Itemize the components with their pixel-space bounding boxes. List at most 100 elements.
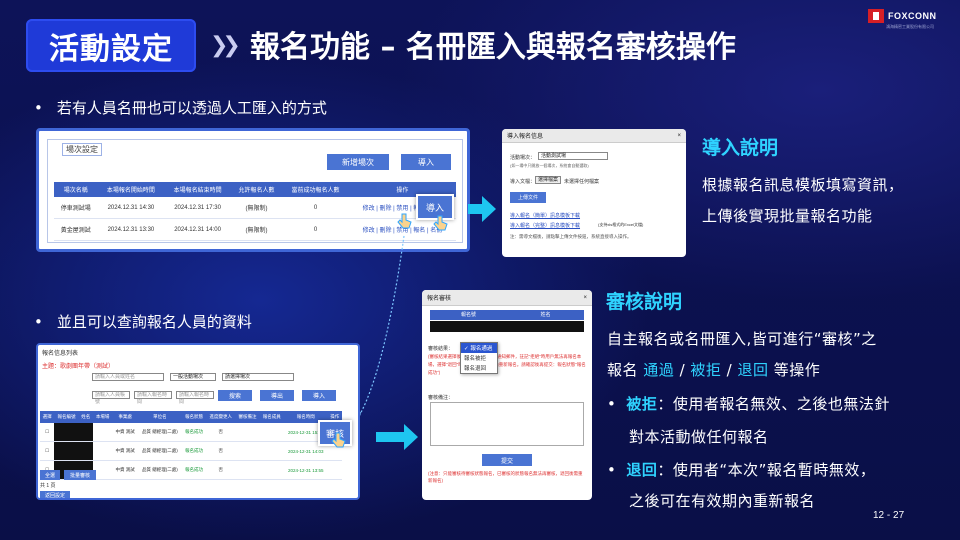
import-dialog: 導入報名信息 × 活動場次： 活動測試場 (如一場中只開放一個場次，系統會自動選… [502, 129, 686, 257]
review-warning: (審核結果選擇後，報名人員將收到通知郵件，註記"拒絕"時用戶無法再報名本場，選擇… [428, 354, 586, 375]
text: 等操作 [768, 361, 821, 379]
status-cell: 報名成功 [181, 423, 207, 442]
session-table: 場次名稱 本場報名開始時間 本場報名結束時間 允許報名人數 當前成功報名人數 操… [54, 182, 456, 241]
remark-textarea[interactable] [430, 402, 584, 446]
session-select[interactable]: 請選擇場次 [222, 373, 294, 381]
search-input[interactable]: 請輸入人員或姓名 [92, 373, 164, 381]
cell: 中資 測試 [112, 460, 138, 480]
import-desc-1: 根據報名訊息模板填寫資訊， [702, 176, 904, 194]
subject-value: 歌劇團年帶（測試） [60, 364, 115, 370]
time-cell: 2024-12-31 15:01 [283, 423, 328, 442]
return-cont: 之後可在有效期內重新報名 [629, 492, 816, 510]
row-action[interactable] [327, 460, 342, 480]
time-cell: 2024-12-31 14:03 [283, 441, 328, 461]
close-icon[interactable]: × [583, 294, 587, 301]
time-cell: 2024-12-31 13:55 [283, 460, 328, 480]
pointer-hand-icon [433, 215, 448, 231]
session-select[interactable]: 活動測試場 [538, 152, 608, 160]
submit-button[interactable]: 提交 [482, 454, 532, 466]
cell: 0 [282, 218, 349, 241]
col-header: 場次名稱 [54, 182, 98, 197]
pointer-hand-icon [397, 213, 412, 229]
bullet-dot: • [607, 461, 617, 479]
search-button[interactable]: 搜索 [218, 390, 252, 401]
redacted-cell [54, 441, 93, 461]
option-reject[interactable]: 報名被拒 [464, 356, 487, 362]
filter-chip[interactable]: 請輸入人員帳號 [92, 391, 130, 405]
cell: 停車測試場 [54, 197, 98, 219]
option-return[interactable]: 報名退回 [464, 366, 487, 372]
import-button[interactable]: 導入 [302, 390, 336, 401]
close-icon[interactable]: × [677, 132, 681, 139]
col-header: 操作 [348, 182, 456, 197]
choose-file-button[interactable]: 選擇檔案 [535, 176, 561, 184]
cell: 否 [206, 423, 236, 442]
back-to-settings-button[interactable]: 返回設定 [40, 491, 70, 498]
cell: (無限制) [230, 218, 283, 241]
bulk-review-button[interactable]: 批量審核 [64, 470, 96, 480]
cell [235, 441, 260, 461]
cell: 否 [206, 460, 236, 480]
table-header-row: 場次名稱 本場報名開始時間 本場報名結束時間 允許報名人數 當前成功報名人數 操… [54, 182, 456, 197]
full-template-link[interactable]: 導入報名（完整）訊息模板下載 [510, 223, 581, 229]
review-desc-1: 自主報名或名冊匯入,皆可進行“審核”之 [607, 330, 877, 348]
template-note: (支持xls格式的Excel文檔) [598, 222, 644, 227]
cell: 黃金屋測試 [54, 218, 98, 241]
remark-label: 審核備注： [428, 395, 454, 401]
reject-text: ：使用者報名無效、之後也無法針 [657, 395, 890, 413]
col-header: 姓名 [78, 411, 93, 423]
text: / [721, 361, 738, 379]
return-keyword: 退回 [737, 361, 769, 379]
import-heading: 導入說明 [702, 137, 779, 159]
simple-template-link[interactable]: 導入報名（簡單）訊息模板下載 [510, 213, 581, 219]
list-title: 報名信息列表 [42, 351, 79, 357]
row-checkbox[interactable]: ☐ [40, 441, 55, 461]
review-dialog: 報名審核 × 報名號 姓名 審核結果： (審核結果選擇後，報名人員將收到通知郵件… [422, 290, 592, 500]
right-arrow-icon [376, 424, 418, 450]
col-header: 單位名 [137, 411, 182, 423]
col-header: 進度變更人 [206, 411, 236, 423]
select-all-button[interactable]: 全選 [40, 470, 60, 480]
bullet-query: 並且可以查詢報名人員的資料 [34, 311, 252, 332]
cell: 否 [206, 441, 236, 461]
status-cell: 報名成功 [181, 441, 207, 461]
review-desc-2: 報名 通過 / 被拒 / 退回 等操作 [607, 359, 820, 380]
upload-button[interactable]: 上傳文件 [510, 192, 546, 203]
session-fieldset: 場次設定 新增場次 導入 場次名稱 本場報名開始時間 本場報名結束時間 允許報名… [47, 139, 463, 243]
review-heading: 審核說明 [606, 291, 683, 313]
row-checkbox[interactable]: ☐ [40, 423, 55, 442]
col-header: 姓名 [540, 312, 551, 318]
file-status: 未選擇任何檔案 [564, 179, 600, 185]
cell: 2024.12.31 14:00 [164, 218, 231, 241]
session-hint: (如一場中只開放一個場次，系統會自動選取) [510, 163, 589, 168]
return-text: ：使用者“本次”報名暫時無效， [657, 461, 876, 479]
activity-select[interactable]: 一般活動場次 [170, 373, 216, 381]
dialog-header: 導入報名信息 × [502, 129, 686, 143]
text: / [674, 361, 691, 379]
session-settings-panel: 場次設定 新增場次 導入 場次名稱 本場報名開始時間 本場報名結束時間 允許報名… [36, 128, 470, 252]
bullet-import: 若有人員名冊也可以透過人工匯入的方式 [34, 97, 327, 118]
col-header: 當前成功報名人數 [282, 182, 349, 197]
filter-chip[interactable]: 請輸入報名時間 [176, 391, 214, 405]
import-button-highlight[interactable]: 導入 [416, 194, 454, 220]
cell [259, 441, 284, 461]
import-desc-2: 上傳後實現批量報名功能 [702, 207, 873, 225]
import-button[interactable]: 導入 [401, 154, 451, 170]
col-header: 報名成員 [259, 411, 284, 423]
cell: 2024.12.31 13:30 [97, 218, 165, 241]
export-button[interactable]: 導出 [260, 390, 294, 401]
review-result-dropdown[interactable]: ✓ 報名通過 報名被拒 報名退回 [460, 342, 498, 374]
pointer-hand-icon [331, 432, 346, 448]
bullet-dot: • [607, 395, 617, 413]
table-row: 黃金屋測試 2024.12.31 13:30 2024.12.31 14:00 … [54, 218, 456, 241]
add-session-button[interactable]: 新增場次 [327, 154, 389, 170]
option-approve[interactable]: ✓ 報名通過 [461, 343, 497, 353]
right-arrow-icon [468, 196, 496, 222]
cell: 中資 測試 [112, 441, 138, 461]
file-label: 導入文檔： [510, 179, 536, 185]
cell [235, 423, 260, 442]
cell: 品質 總經理(二處) [137, 423, 182, 442]
cell [92, 441, 113, 461]
filter-chip[interactable]: 請輸入報名時間 [134, 391, 172, 405]
page-info: 共 1 頁 [40, 483, 56, 489]
